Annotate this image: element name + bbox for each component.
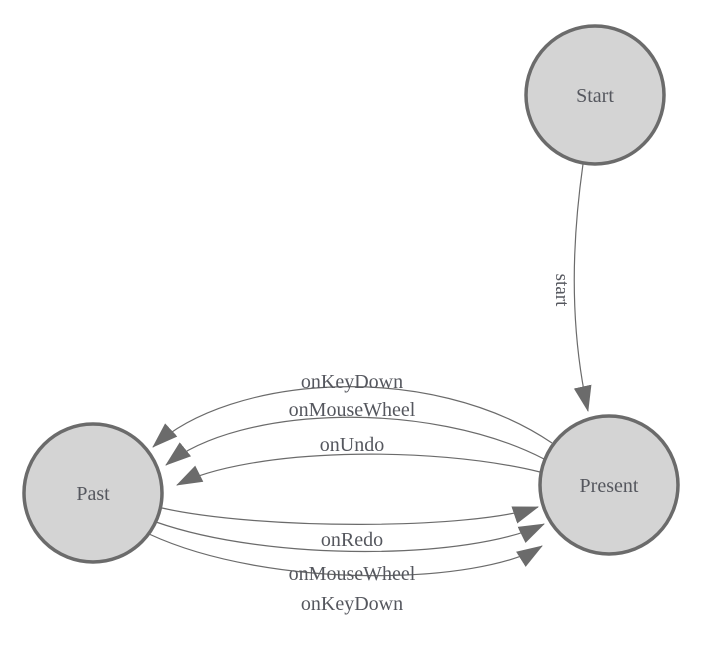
edge-label-start: start	[551, 274, 572, 307]
edge-present-to-past-onundo	[176, 453, 541, 486]
edge-start-to-present	[573, 163, 592, 412]
node-past[interactable]: Past	[22, 422, 164, 564]
edge-past-to-present-onkeydown	[148, 533, 543, 577]
edge-label-onmousewheel-bottom: onMouseWheel	[289, 563, 416, 585]
node-start-label: Start	[576, 85, 614, 107]
edge-past-to-present-onredo	[161, 506, 539, 525]
edge-past-to-present-onmousewheel	[155, 521, 545, 553]
node-present[interactable]: Present	[538, 414, 680, 556]
edge-label-onredo: onRedo	[321, 529, 383, 551]
edge-label-layer: start onKeyDown onMouseWheel onUndo onRe…	[289, 274, 572, 615]
edge-label-onundo: onUndo	[320, 434, 384, 456]
edge-label-onkeydown-bottom: onKeyDown	[301, 593, 403, 615]
edge-present-to-past-onmousewheel	[165, 416, 545, 466]
node-start[interactable]: Start	[524, 24, 666, 166]
edge-label-onmousewheel-top: onMouseWheel	[289, 399, 416, 421]
edge-layer	[148, 163, 592, 577]
edge-label-onkeydown-top: onKeyDown	[301, 371, 403, 393]
node-past-label: Past	[76, 483, 110, 505]
node-present-circle[interactable]	[538, 414, 680, 556]
node-present-label: Present	[580, 475, 639, 497]
node-start-circle[interactable]	[524, 24, 666, 166]
node-layer: Start Present Past	[22, 24, 680, 564]
edge-present-to-past-onkeydown	[152, 386, 553, 448]
node-past-circle[interactable]	[22, 422, 164, 564]
